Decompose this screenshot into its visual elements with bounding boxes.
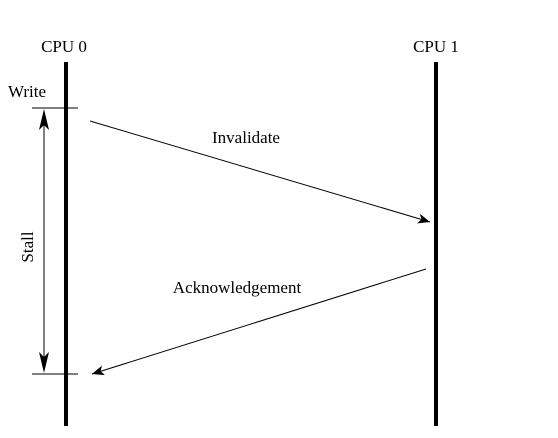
invalidate-arrow (89, 120, 431, 224)
cpu0-label: CPU 0 (41, 37, 87, 56)
acknowledgement-arrow (91, 268, 427, 376)
stall-arrow-up-icon (39, 109, 49, 130)
invalidate-label: Invalidate (212, 128, 280, 147)
acknowledgement-label: Acknowledgement (173, 278, 302, 297)
stall-arrow-down-icon (39, 352, 49, 373)
stall-label: Stall (18, 231, 37, 262)
write-label: Write (8, 82, 46, 101)
cpu1-label: CPU 1 (413, 37, 459, 56)
